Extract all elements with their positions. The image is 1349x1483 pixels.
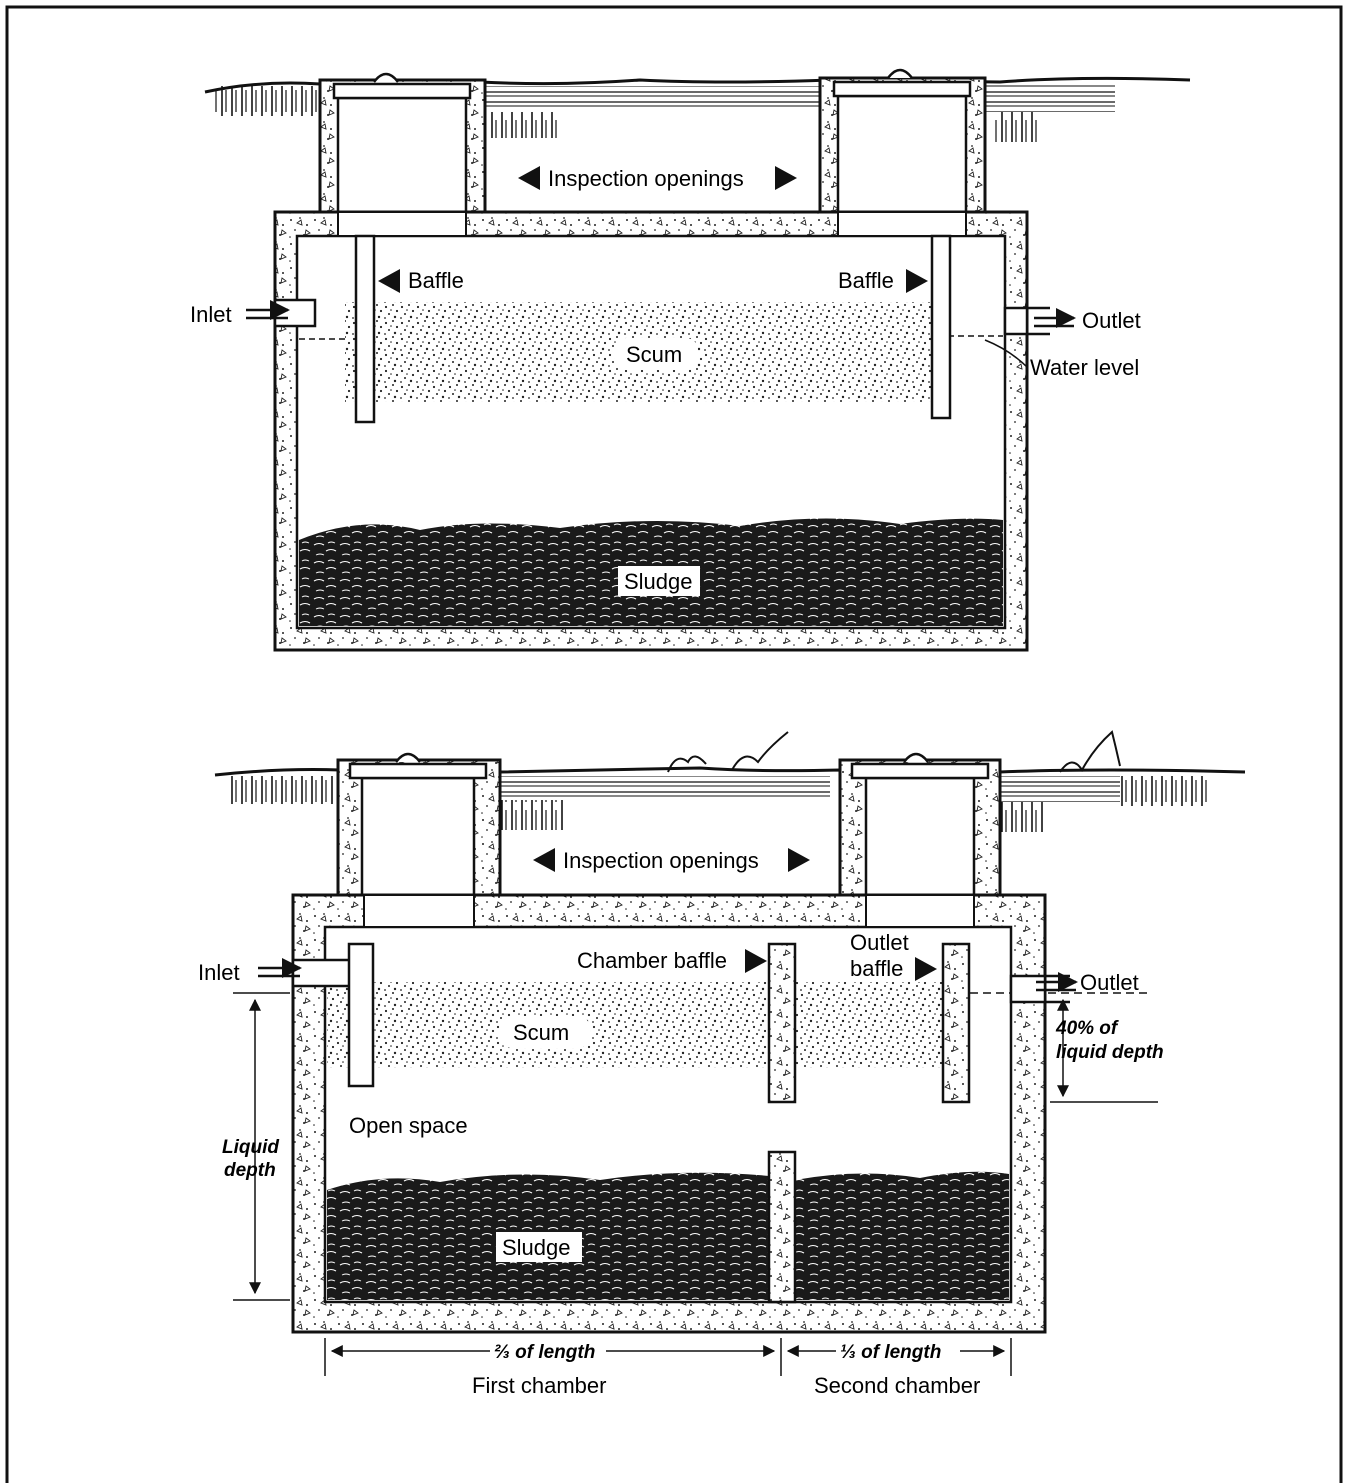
chamber-baffle-lower	[767, 1150, 797, 1304]
water-level-label: Water level	[1030, 355, 1139, 380]
lid-handle-icon	[373, 72, 399, 83]
arrow-left-icon	[378, 269, 400, 293]
chamber-baffle-upper	[767, 942, 797, 1104]
single-compartment-tank: Inspection openings Baffle Baffle Inlet …	[190, 68, 1191, 652]
outlet-baffle-label: Outlet	[850, 930, 909, 955]
inlet-pipe	[273, 298, 317, 328]
one-third-length-label: ⅓ of length	[840, 1342, 941, 1363]
two-compartment-tank: Inspection openings Inlet Outlet Chamber…	[198, 730, 1246, 1398]
arrow-left-icon	[533, 848, 555, 872]
outlet-pipe	[1003, 306, 1029, 336]
arrow-right-icon	[745, 949, 767, 973]
lid-handle-icon	[395, 752, 421, 763]
second-chamber-label: Second chamber	[814, 1373, 980, 1398]
scum-label: Scum	[513, 1020, 569, 1045]
first-chamber-label: First chamber	[472, 1373, 606, 1398]
liquid-depth-label: Liquid	[222, 1137, 279, 1158]
baffle-left	[354, 234, 376, 424]
arrow-right-icon	[788, 848, 810, 872]
outlet-baffle	[941, 942, 971, 1104]
inlet-label: Inlet	[190, 302, 232, 327]
inspection-openings-label: Inspection openings	[563, 848, 759, 873]
scum-layer	[327, 982, 967, 1068]
forty-percent-label-2: liquid depth	[1056, 1042, 1164, 1063]
lid-handle-icon	[887, 68, 913, 79]
arrow-right-icon	[906, 269, 928, 293]
inspection-openings-label: Inspection openings	[548, 166, 744, 191]
liquid-depth-label-2: depth	[224, 1160, 276, 1181]
inlet-tee	[347, 942, 375, 1088]
inlet-pipe	[291, 958, 353, 988]
scum-label: Scum	[626, 342, 682, 367]
outlet-label: Outlet	[1080, 970, 1139, 995]
outer-frame	[5, 5, 1343, 1483]
two-thirds-length-label: ⅔ of length	[494, 1342, 595, 1363]
arrow-left-icon	[518, 166, 540, 190]
forty-percent-label: 40% of	[1055, 1018, 1119, 1039]
lid-handle-icon	[903, 752, 929, 763]
ground-surface	[214, 730, 1246, 832]
sludge-layer-second-chamber	[795, 1171, 1009, 1300]
chamber-baffle-label: Chamber baffle	[577, 948, 727, 973]
baffle-right	[930, 234, 952, 420]
baffle-left-label: Baffle	[408, 268, 464, 293]
open-space-label: Open space	[349, 1113, 468, 1138]
outlet-label: Outlet	[1082, 308, 1141, 333]
arrow-right-icon	[775, 166, 797, 190]
ground-surface	[204, 76, 1191, 142]
sludge-label: Sludge	[624, 569, 693, 594]
arrow-right-icon	[915, 957, 937, 981]
sludge-label: Sludge	[502, 1235, 571, 1260]
outlet-baffle-label-2: baffle	[850, 956, 903, 981]
baffle-right-label: Baffle	[838, 268, 894, 293]
inlet-label: Inlet	[198, 960, 240, 985]
